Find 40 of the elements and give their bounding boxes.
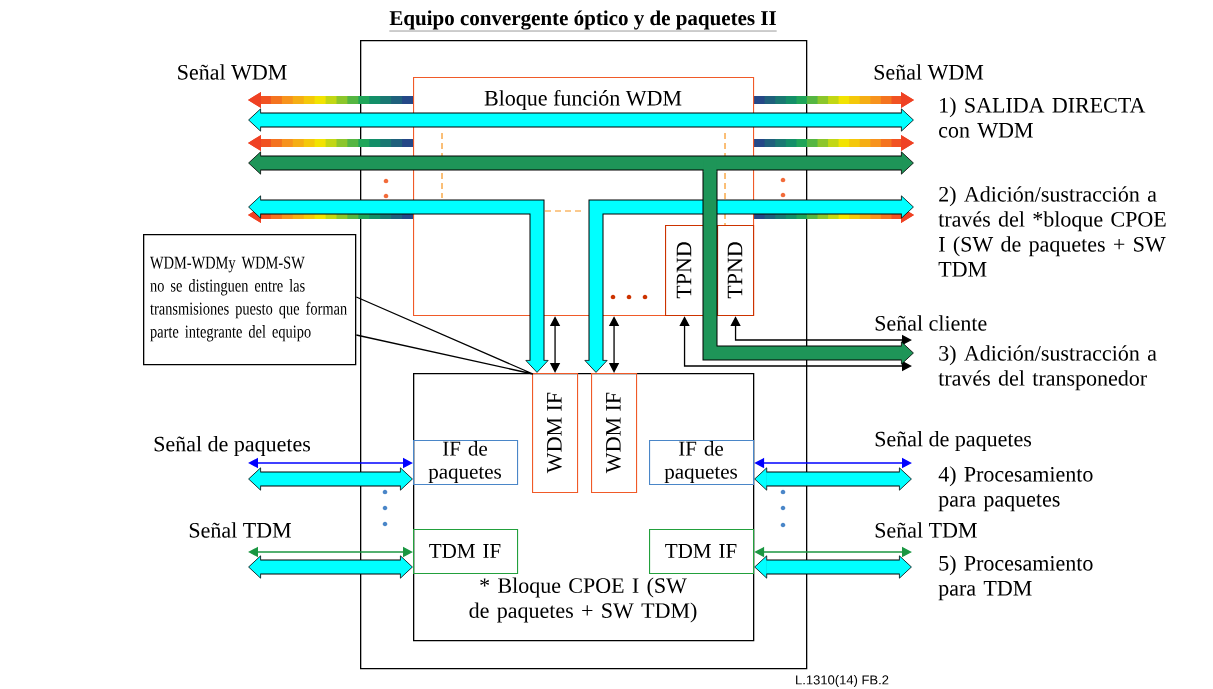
arrow bbox=[754, 546, 912, 558]
callout-box: WDM-WDMy WDM-SW no se distinguen entre las transmisiones puesto que forman parte integrante del equipo bbox=[143, 234, 357, 366]
signal-label: Señal cliente bbox=[875, 315, 987, 331]
gradient-arrow bbox=[248, 135, 413, 151]
interface-box: IF de paquetes bbox=[413, 440, 519, 486]
figure-id: L.1310(14) FB.2 bbox=[796, 674, 889, 688]
interface-box: WDM IF bbox=[591, 373, 638, 494]
description-text: 5) Procesamiento para TDM bbox=[938, 555, 1093, 601]
signal-arrow bbox=[248, 555, 413, 579]
arrow bbox=[608, 316, 620, 373]
arrow bbox=[549, 316, 561, 373]
arrow bbox=[248, 546, 413, 558]
arrow bbox=[754, 457, 912, 469]
gradient-arrow bbox=[754, 92, 914, 108]
signal-label: Señal WDM bbox=[874, 64, 984, 80]
signal-arrow bbox=[754, 555, 912, 579]
signal-arrow bbox=[248, 467, 413, 491]
leader-line bbox=[355, 296, 534, 375]
transponder-box: TPND bbox=[665, 225, 705, 317]
signal-label: Señal WDM bbox=[178, 64, 287, 80]
signal-arrow bbox=[248, 195, 549, 373]
interface-box: TDM IF bbox=[649, 529, 755, 575]
arrow bbox=[248, 457, 413, 469]
gradient-arrow bbox=[248, 92, 413, 108]
description-text: 3) Adición/sustracción a través del transponedor bbox=[938, 345, 1157, 391]
node-label: Equipo convergente óptico y de paquetes II bbox=[389, 10, 776, 30]
signal-label: Señal TDM bbox=[875, 522, 977, 538]
signal-label: Señal de paquetes bbox=[875, 431, 1032, 451]
signal-arrow bbox=[584, 195, 914, 373]
description-text: 1) SALIDA DIRECTA con WDM bbox=[939, 97, 1146, 138]
signal-label: Señal de paquetes bbox=[154, 436, 311, 456]
interface-box: TDM IF bbox=[413, 529, 519, 575]
signal-arrow bbox=[754, 467, 912, 491]
interface-box: WDM IF bbox=[532, 373, 579, 494]
description-text: 2) Adición/sustracción a través del *bloque CPOE I (SW de paquetes + SW TDM bbox=[938, 186, 1166, 277]
gradient-arrow bbox=[754, 135, 914, 151]
interface-box: IF de paquetes bbox=[649, 440, 755, 486]
description-text: 4) Procesamiento para paquetes bbox=[938, 466, 1093, 512]
signal-label: Señal TDM bbox=[189, 522, 291, 538]
transponder-box: TPND bbox=[717, 225, 755, 317]
